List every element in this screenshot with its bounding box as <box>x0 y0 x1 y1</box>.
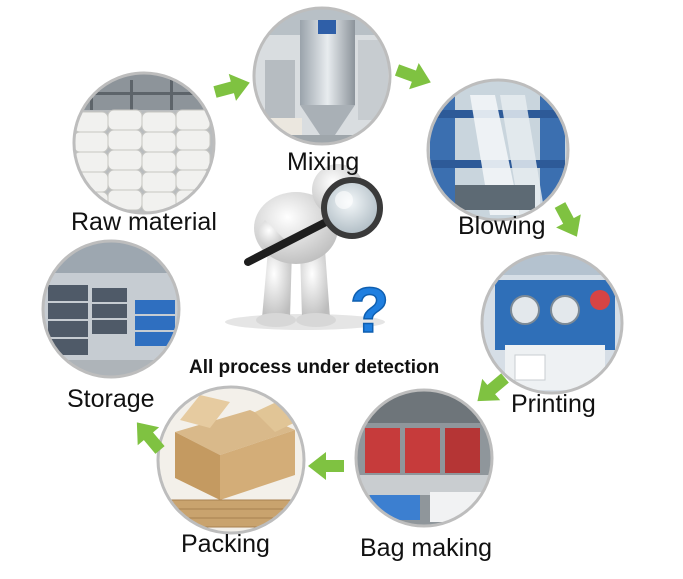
arrow-blowing-to-printing <box>554 202 581 237</box>
photo-mixing <box>254 8 390 144</box>
photo-frame <box>354 388 494 528</box>
label-printing: Printing <box>511 390 596 418</box>
arrow-bag-making-to-packing <box>308 452 344 480</box>
label-storage: Storage <box>67 385 155 413</box>
photo-blowing <box>428 80 568 220</box>
photo-raw-material <box>74 73 214 213</box>
photo-frame <box>252 6 392 146</box>
photo-storage <box>43 241 179 377</box>
arrow-mixing-to-blowing <box>394 63 431 90</box>
magnifier-person-figure <box>225 164 385 330</box>
label-blowing: Blowing <box>458 212 546 240</box>
photo-frame <box>480 251 624 395</box>
arrow-raw-to-mixing <box>213 73 250 101</box>
center-caption: All process under detection <box>189 357 440 378</box>
label-mixing: Mixing <box>287 148 360 176</box>
label-bag-making: Bag making <box>360 534 493 562</box>
label-packing: Packing <box>181 530 270 558</box>
flow-arrows <box>136 63 581 480</box>
photo-frame <box>72 71 216 215</box>
question-mark-icon: ? <box>350 274 389 346</box>
arrow-packing-to-storage <box>136 422 165 454</box>
photo-frame <box>41 239 181 379</box>
arrow-printing-to-bag-making <box>477 373 509 402</box>
photo-frame <box>156 385 306 535</box>
label-raw-material: Raw material <box>71 208 217 236</box>
photo-frame <box>426 78 570 222</box>
